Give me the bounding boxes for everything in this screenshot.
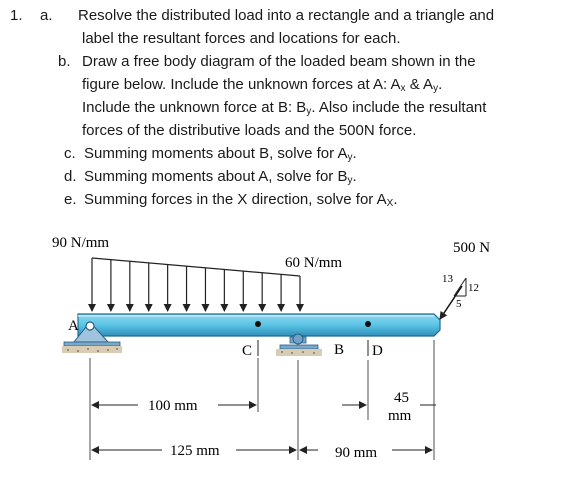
question-line: label the resultant forces and locations… (82, 30, 401, 47)
slope-hyp: 13 (442, 273, 454, 285)
question-line: Resolve the distributed load into a rect… (78, 7, 495, 24)
force-500N-arrow (439, 285, 463, 320)
pin-support-A (62, 321, 122, 353)
question-part-letter: c. (64, 145, 76, 162)
question-part-letter: a. (40, 7, 53, 24)
slope-vert: 12 (468, 282, 479, 294)
dim-45mm-number: 45 (394, 390, 409, 406)
dim-90mm-label: 90 mm (335, 445, 377, 461)
roller-support-B (276, 333, 322, 356)
point-C-label: C (242, 343, 252, 359)
point-B-label: B (334, 342, 344, 358)
question-line: Summing forces in the X direction, solve… (84, 191, 398, 209)
question-part-letter: b. (58, 53, 71, 70)
extension-lines (89, 340, 435, 460)
question-line: Summing moments about B, solve for Ay. (84, 145, 357, 163)
problem-number: 1. (10, 7, 23, 24)
question-line: Include the unknown force at B: By. Also… (82, 99, 487, 117)
distributed-load (88, 257, 304, 312)
point-D-label: D (372, 343, 383, 359)
load-left-label: 90 N/mm (52, 235, 109, 251)
slope-horiz: 5 (456, 298, 462, 310)
question-line: forces of the distributive loads and the… (82, 122, 417, 139)
beam (77, 313, 441, 337)
point-A-label: A (68, 318, 79, 334)
question-line: Draw a free body diagram of the loaded b… (82, 53, 476, 70)
slope-triangle (453, 277, 467, 297)
question-line: figure below. Include the unknown forces… (82, 76, 443, 94)
dim-100mm-label: 100 mm (148, 398, 198, 414)
question-part-letter: d. (64, 168, 77, 185)
load-right-label: 60 N/mm (285, 255, 342, 271)
force-label: 500 N (453, 240, 490, 256)
dim-125mm-label: 125 mm (170, 443, 220, 459)
question-line: Summing moments about A, solve for By. (84, 168, 357, 186)
dim-45mm-unit: mm (388, 408, 412, 424)
question-part-letter: e. (64, 191, 77, 208)
